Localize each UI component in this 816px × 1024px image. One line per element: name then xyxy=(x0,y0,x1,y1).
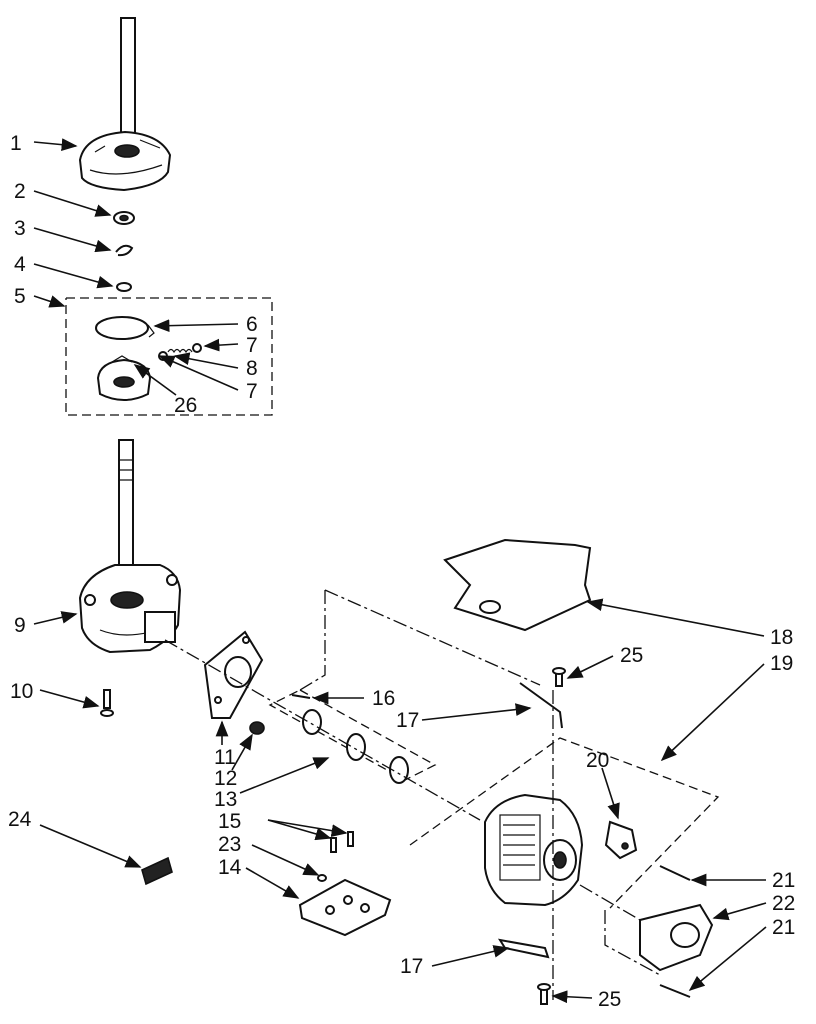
nut-part-11 xyxy=(249,721,265,735)
callout-18: 18 xyxy=(770,626,793,649)
callout-labels: 1 2 3 4 5 6 7 8 7 26 9 10 11 12 13 15 23… xyxy=(8,132,795,1011)
callout-6: 6 xyxy=(246,313,258,336)
callout-23: 23 xyxy=(218,833,241,856)
callout-5: 5 xyxy=(14,285,26,308)
callout-25-lower: 25 xyxy=(598,988,621,1011)
callout-2: 2 xyxy=(14,180,26,203)
washer-part-2 xyxy=(113,211,135,225)
screw-part-25-upper xyxy=(552,667,566,687)
washer-part-23 xyxy=(317,874,327,882)
alignment-line-4 xyxy=(579,884,661,976)
callout-11: 11 xyxy=(214,746,236,769)
callout-14: 14 xyxy=(218,856,242,879)
switch-part-20 xyxy=(604,820,638,860)
motor-box-part-19 xyxy=(409,737,720,909)
callout-24: 24 xyxy=(8,808,32,831)
callout-4: 4 xyxy=(14,253,26,276)
callout-7-upper: 7 xyxy=(246,334,258,357)
gearcase-part-9 xyxy=(78,439,182,654)
alignment-line xyxy=(164,639,481,821)
clutch-cam-part-1 xyxy=(78,17,172,192)
alignment-line-2 xyxy=(299,589,541,691)
callout-13: 13 xyxy=(214,788,237,811)
screw-part-25-lower xyxy=(537,983,551,1005)
callout-21-upper: 21 xyxy=(772,869,795,892)
part-24 xyxy=(141,856,173,886)
callout-9: 9 xyxy=(14,614,26,637)
motor-mount-plate xyxy=(203,630,264,719)
screw-part-16 xyxy=(291,694,311,699)
screws-part-15 xyxy=(330,831,354,853)
callout-7-lower: 7 xyxy=(246,380,258,403)
leader-lines xyxy=(33,138,767,1004)
callout-10: 10 xyxy=(10,680,33,703)
clutch-band-part-6 xyxy=(95,316,155,340)
callout-21-lower: 21 xyxy=(772,916,795,939)
motor-part xyxy=(484,793,584,907)
callout-16: 16 xyxy=(372,687,395,710)
callout-15: 15 xyxy=(218,810,241,833)
callout-25-upper: 25 xyxy=(620,644,643,667)
clip-part-3 xyxy=(115,244,134,257)
callout-12: 12 xyxy=(214,767,237,790)
clip-part-21-lower xyxy=(659,984,691,998)
clutch-kit-box-part-5 xyxy=(65,297,273,416)
gasket-part-18 xyxy=(443,538,592,632)
pump-part-22 xyxy=(639,903,714,972)
callout-17-lower: 17 xyxy=(400,955,423,978)
callout-19: 19 xyxy=(770,652,793,675)
callout-20: 20 xyxy=(586,749,609,772)
screw-part-10 xyxy=(100,689,114,717)
clip-part-21-upper xyxy=(659,865,691,881)
callout-8: 8 xyxy=(246,357,258,380)
bracket-part-17-upper xyxy=(519,682,563,729)
bracket-part-14 xyxy=(298,878,392,937)
coupling-box-part-13 xyxy=(268,689,437,784)
callout-3: 3 xyxy=(14,217,26,240)
clutch-drum-part-26 xyxy=(96,355,152,401)
callout-22: 22 xyxy=(772,892,795,915)
callout-26: 26 xyxy=(174,394,197,417)
callout-1: 1 xyxy=(10,132,22,155)
ring-part-4 xyxy=(116,282,132,292)
callout-17-upper: 17 xyxy=(396,709,419,732)
